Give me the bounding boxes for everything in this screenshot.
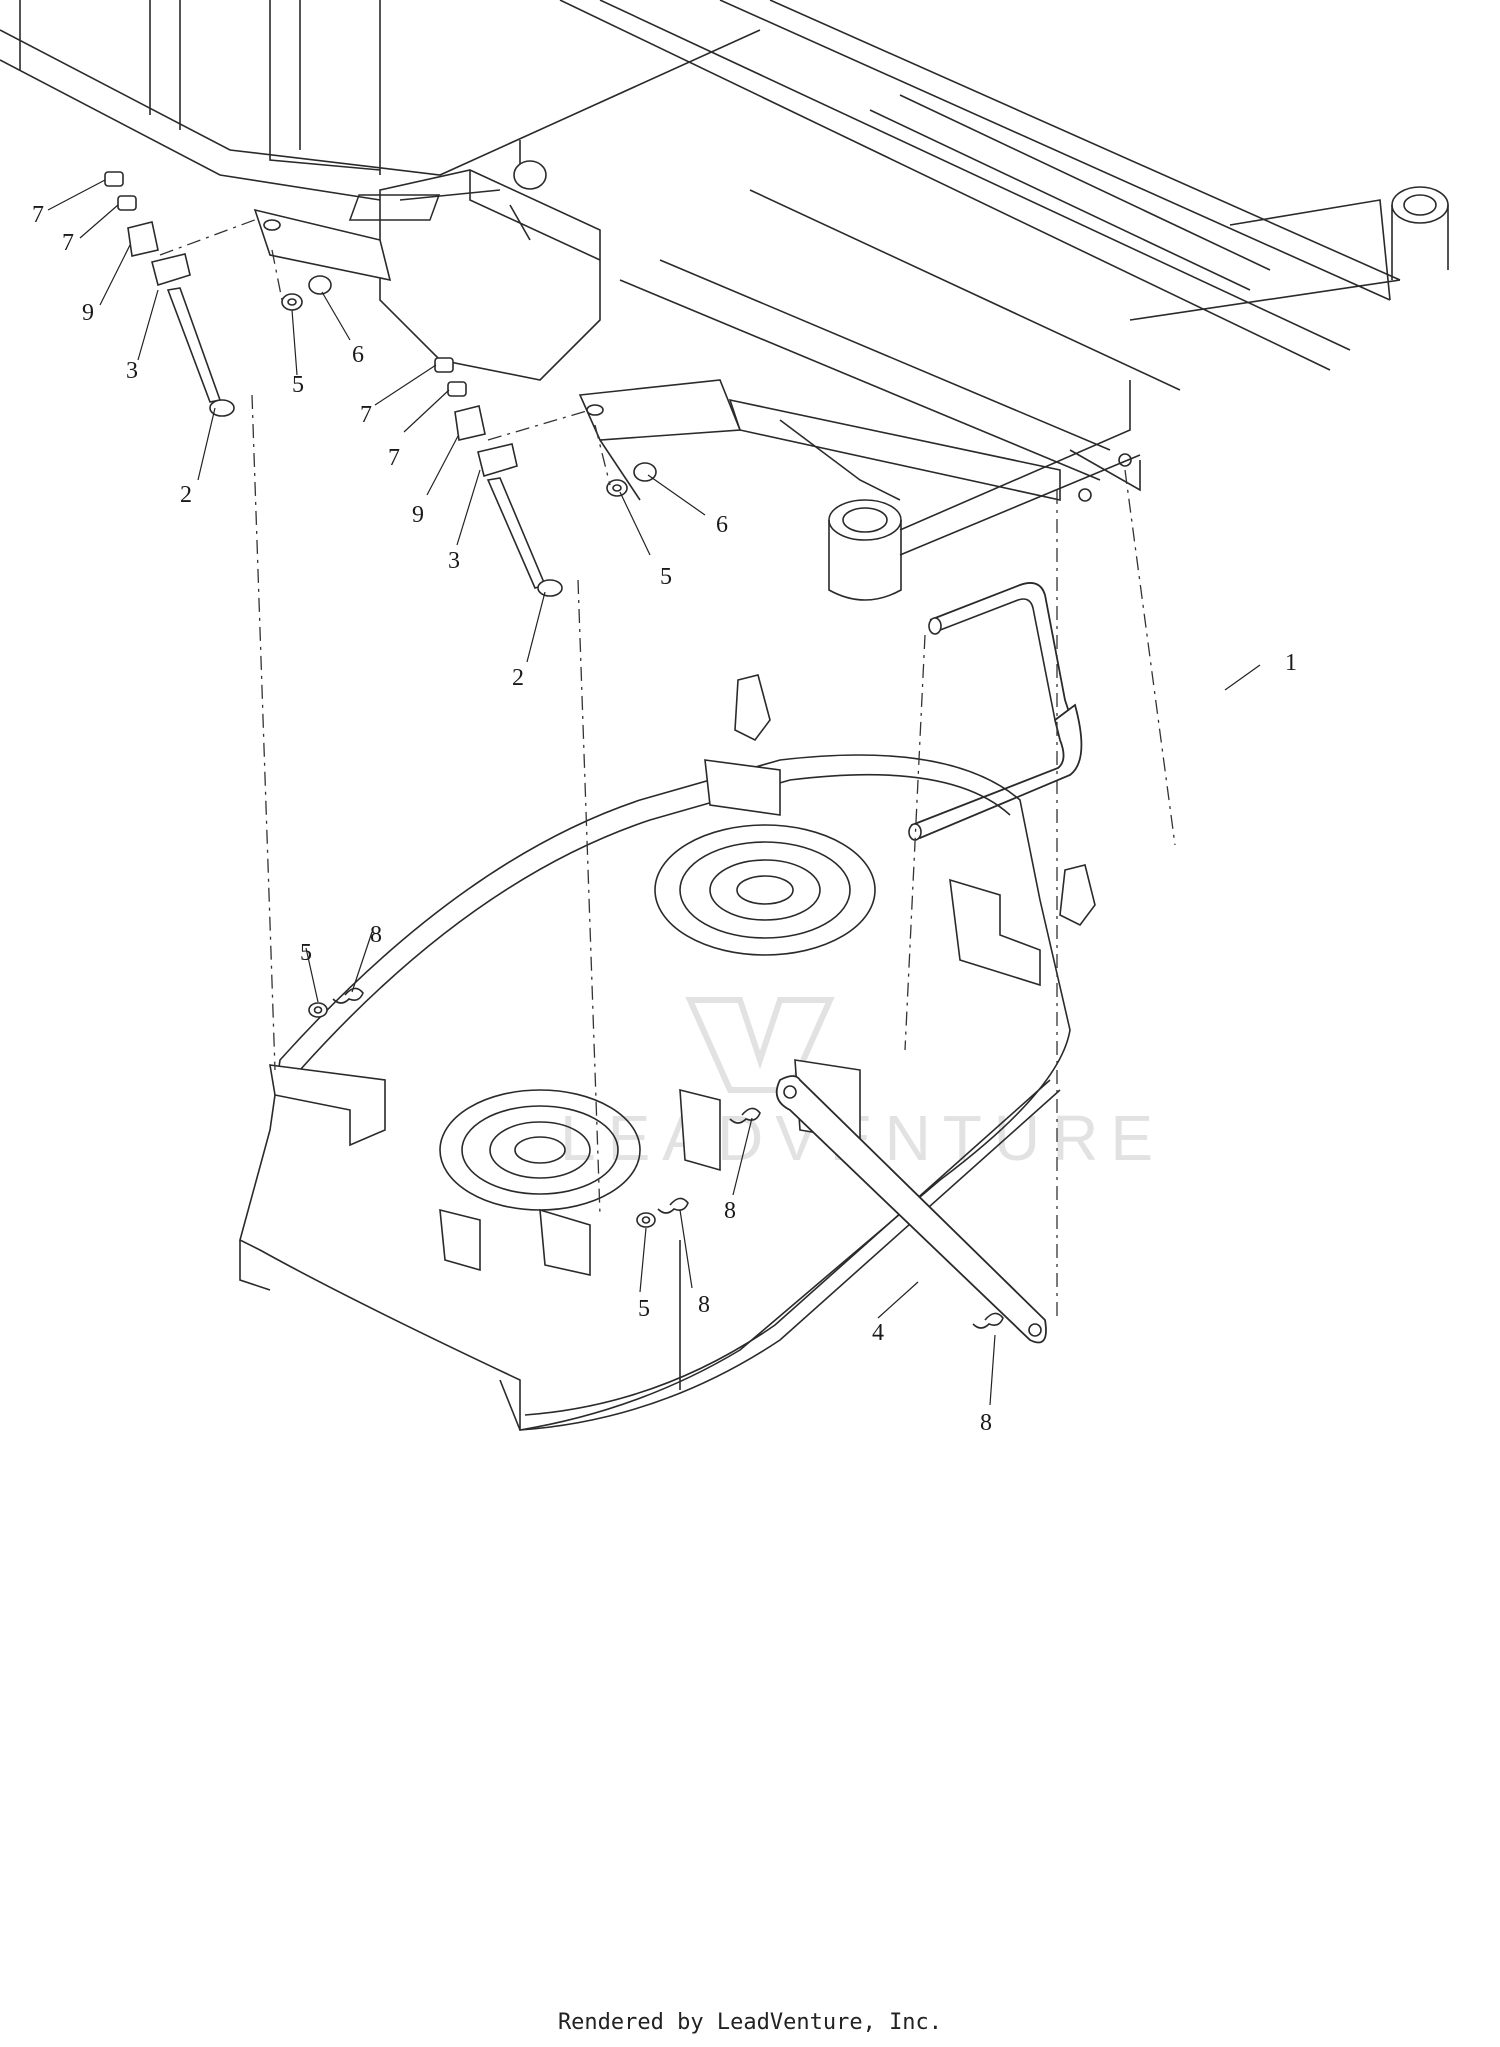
- callout-3b: 3: [448, 548, 460, 574]
- callout-9a: 9: [82, 300, 94, 326]
- left-lift-link-assembly: [104, 171, 235, 417]
- callout-4: 4: [872, 1320, 884, 1346]
- callout-5c: 5: [300, 940, 312, 966]
- callout-1: 1: [1285, 650, 1297, 676]
- mower-deck: [239, 674, 1096, 1431]
- callout-8c: 8: [698, 1292, 710, 1318]
- callout-3a: 3: [126, 358, 138, 384]
- footer-credit: Rendered by LeadVenture, Inc.: [557, 2010, 943, 2035]
- callout-6b: 6: [716, 512, 728, 538]
- callouts: 7 7 9 3 2 5 6 7 7 9 3 2 5 6 1 5 8 8 5 8 …: [32, 202, 1297, 1436]
- tractor-frame: [0, 0, 1449, 601]
- callout-7a: 7: [32, 202, 44, 228]
- callout-5b: 5: [660, 564, 672, 590]
- callout-8a: 8: [370, 922, 382, 948]
- callout-9b: 9: [412, 502, 424, 528]
- callout-2b: 2: [512, 665, 524, 691]
- callout-7c: 7: [360, 402, 372, 428]
- deck-hardware: [308, 987, 1004, 1329]
- right-lift-link-assembly: [434, 357, 563, 597]
- callout-2a: 2: [180, 482, 192, 508]
- callout-7d: 7: [388, 445, 400, 471]
- alignment-lines: [159, 217, 1176, 1320]
- callout-8d: 8: [980, 1410, 992, 1436]
- callout-7b: 7: [62, 230, 74, 256]
- leader-lines: [47, 179, 1261, 1406]
- callout-8b: 8: [724, 1198, 736, 1224]
- deck-strut: [775, 1075, 1047, 1344]
- callout-5d: 5: [638, 1296, 650, 1322]
- callout-5a: 5: [292, 372, 304, 398]
- callout-6a: 6: [352, 342, 364, 368]
- lift-rod: [908, 582, 1083, 841]
